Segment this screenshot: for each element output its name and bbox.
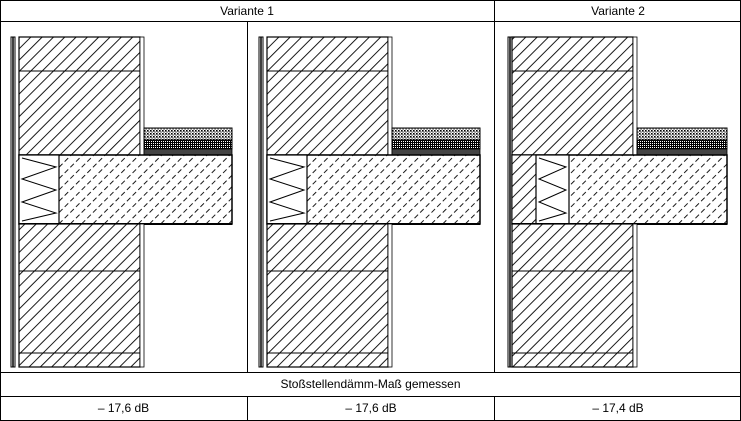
junction-drawing-variant1-a <box>10 36 233 368</box>
result-col3: – 17,4 dB <box>592 401 644 415</box>
header-variant-1: Variante 1 <box>220 4 274 18</box>
result-col2: – 17,6 dB <box>345 401 397 415</box>
junction-drawing-variant2 <box>507 36 728 368</box>
junction-drawing-variant1-b <box>258 36 481 368</box>
caption-measured: Stoßstellendämm-Maß gemessen <box>280 377 461 391</box>
result-col1: – 17,6 dB <box>97 401 150 415</box>
header-variant-2: Variante 2 <box>591 4 645 18</box>
